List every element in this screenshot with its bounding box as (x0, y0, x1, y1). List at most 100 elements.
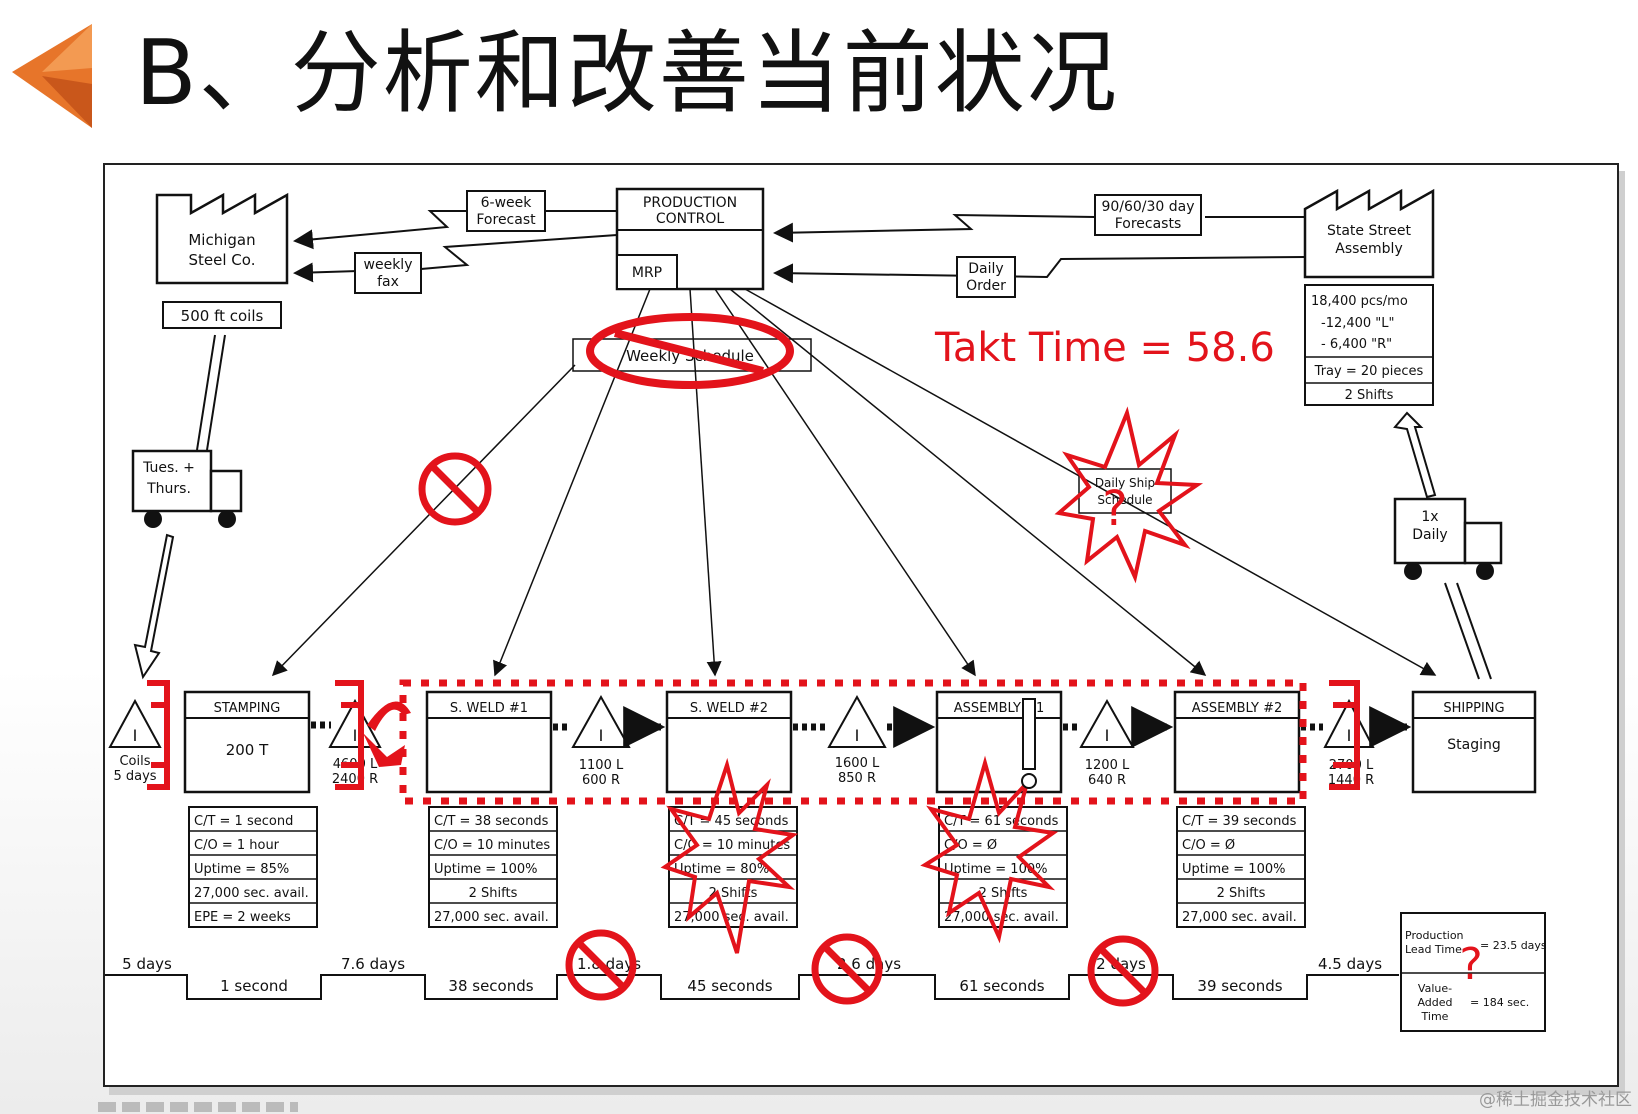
process-name: ASSEMBLY #2 (1192, 701, 1283, 716)
inv-label: 1600 L (835, 756, 880, 771)
process-shipping: SHIPPING Staging (1411, 690, 1537, 794)
data-box-stamping: C/T = 1 second C/O = 1 hour Uptime = 85%… (188, 806, 318, 928)
kaizen-burst-icon (660, 757, 799, 954)
daily-ship-schedule-line2: Schedule (1097, 493, 1152, 507)
header-arrow-icon (12, 24, 92, 128)
data-row: Uptime = 85% (194, 862, 289, 877)
inv-label: 2400 R (332, 772, 378, 787)
timeline-days: 5 days (122, 955, 172, 973)
timeline-seconds: 61 seconds (959, 977, 1044, 995)
question-icon: ? (1102, 481, 1127, 537)
slide-title: B、分析和改善当前状况 (135, 21, 1119, 126)
timeline-seconds: 38 seconds (448, 977, 533, 995)
timeline-days: 7.6 days (341, 955, 405, 973)
prohibited-icon (811, 933, 883, 1005)
data-row: C/T = 38 seconds (434, 814, 549, 829)
customer-factory: State Street Assembly (1303, 188, 1435, 279)
customer-name-line1: State Street (1327, 223, 1412, 239)
supplier-unit: 500 ft coils (181, 307, 264, 325)
supplier-name-line1: Michigan (188, 231, 255, 249)
customer-demand-r: - 6,400 "R" (1321, 337, 1392, 352)
bracket-icon (335, 680, 364, 790)
prohibited-icon (418, 452, 492, 526)
data-row: 2 Shifts (979, 886, 1028, 901)
data-box-assembly-2: C/T = 39 seconds C/O = Ø Uptime = 100% 2… (1176, 806, 1306, 928)
production-control-title-1: PRODUCTION (643, 195, 737, 211)
timeline-days: 4.5 days (1318, 955, 1382, 973)
data-box-assembly-1: C/T = 61 seconds C/O = Ø Uptime = 100% 2… (938, 806, 1068, 928)
data-box-sweld-1: C/T = 38 seconds C/O = 10 minutes Uptime… (428, 806, 558, 928)
bracket-icon (1329, 680, 1360, 790)
inv-label: 1100 L (579, 758, 624, 773)
prohibited-icon (586, 313, 794, 389)
inventory-icons: I I I I I I (108, 694, 1375, 748)
data-row: C/O = Ø (1182, 838, 1235, 853)
process-name: ASSEMBLY #1 (954, 701, 1045, 716)
vsm-canvas: Michigan Steel Co. 500 ft coils Tues. + … (105, 187, 1547, 1032)
va-value: = 184 sec. (1470, 996, 1529, 1009)
prohibited-icon (1087, 935, 1159, 1007)
daily-ship-schedule-line1: Daily Ship (1095, 476, 1155, 490)
improvement-area-box (399, 679, 1307, 805)
curved-arrow-icon (367, 701, 411, 731)
production-control-box: PRODUCTION CONTROL MRP (615, 187, 765, 291)
data-row: 27,000 sec. avail. (194, 886, 309, 901)
process-name: SHIPPING (1443, 701, 1504, 716)
forecast-customer-line1: 90/60/30 day (1101, 199, 1194, 215)
inventory-triangle-icon: I (827, 694, 887, 748)
data-row: 27,000 sec. avail. (434, 910, 549, 925)
svg-text:I: I (1105, 726, 1110, 745)
customer-shifts: 2 Shifts (1345, 388, 1394, 403)
truck-out-line1: 1x (1421, 509, 1438, 525)
inv-label: 600 R (582, 773, 620, 788)
timeline-seconds: 39 seconds (1197, 977, 1282, 995)
supplier-name-line2: Steel Co. (189, 251, 256, 269)
kaizen-burst-icon (920, 755, 1059, 944)
data-row: Uptime = 100% (1182, 862, 1285, 877)
timeline-ladder (105, 974, 1399, 1000)
customer-tray: Tray = 20 pieces (1314, 364, 1424, 379)
inv-label: 5 days (113, 769, 156, 784)
process-body: Staging (1447, 737, 1501, 753)
va-label-2: Added (1417, 996, 1452, 1009)
takt-time-label: Takt Time = 58.6 (934, 325, 1275, 371)
inventory-triangle-icon: I (328, 698, 382, 748)
customer-demand: 18,400 pcs/mo (1311, 294, 1408, 309)
data-row: Uptime = 100% (944, 862, 1047, 877)
data-row: C/O = 1 hour (194, 838, 280, 853)
inventory-triangle-icon: I (1079, 698, 1135, 748)
process-name: S. WELD #2 (690, 701, 768, 716)
inv-label: 1200 L (1085, 758, 1130, 773)
lead-time-value: = 23.5 days (1480, 939, 1547, 952)
lead-time-box: Production Lead Time = 23.5 days Value- … (1400, 912, 1547, 1032)
process-name: S. WELD #1 (450, 701, 528, 716)
data-row: C/T = 39 seconds (1182, 814, 1297, 829)
timeline-seconds: 1 second (220, 977, 288, 995)
data-row: 27,000 sec. avail. (1182, 910, 1297, 925)
inv-label: Coils (119, 754, 150, 769)
truck-in-line2: Thurs. (146, 481, 191, 497)
svg-text:I: I (133, 726, 138, 745)
svg-text:I: I (353, 726, 358, 745)
customer-data-box: 18,400 pcs/mo -12,400 "L" - 6,400 "R" Tr… (1304, 284, 1434, 406)
prohibited-icon (565, 929, 637, 1001)
process-assembly-1: ASSEMBLY #1 (935, 690, 1063, 794)
process-stamping: STAMPING 200 T (183, 690, 311, 794)
inventory-triangle-icon: I (108, 698, 162, 748)
weekly-fax-line1: weekly (364, 257, 413, 273)
inbound-truck-icon: Tues. + Thurs. (131, 449, 243, 528)
timeline-labels: 5 days 7.6 days 1.8 days 2.6 days 2 days… (122, 955, 1382, 995)
data-row: EPE = 2 weeks (194, 910, 291, 925)
supplier-factory: Michigan Steel Co. (155, 192, 289, 285)
lead-time-label-1: Production (1405, 929, 1464, 942)
customer-name-line2: Assembly (1335, 241, 1402, 257)
forecast-supplier-line1: 6-week (481, 195, 533, 211)
truck-out-line2: Daily (1412, 527, 1447, 543)
lead-time-label-2: Lead Time (1405, 943, 1462, 956)
inventory-triangle-icon: I (571, 694, 631, 748)
inv-label: 850 R (838, 771, 876, 786)
curved-arrow-head-icon (363, 733, 405, 767)
weekly-fax-line2: fax (377, 274, 399, 290)
va-label-3: Time (1421, 1010, 1449, 1023)
forecast-supplier-line2: Forecast (476, 212, 536, 228)
